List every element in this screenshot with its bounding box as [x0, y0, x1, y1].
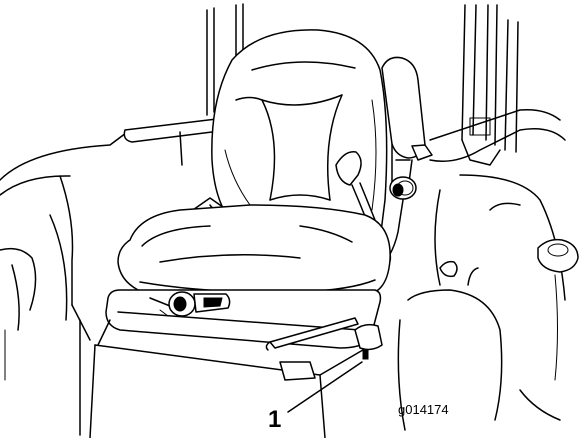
figure-code-label: g014174	[398, 403, 449, 416]
rops-frame-right	[462, 5, 518, 165]
left-body-panel	[0, 130, 130, 380]
seat-base	[98, 290, 380, 348]
callout-number-label: 1	[268, 408, 281, 432]
callout-leader	[288, 350, 368, 412]
right-armrest	[382, 57, 432, 191]
